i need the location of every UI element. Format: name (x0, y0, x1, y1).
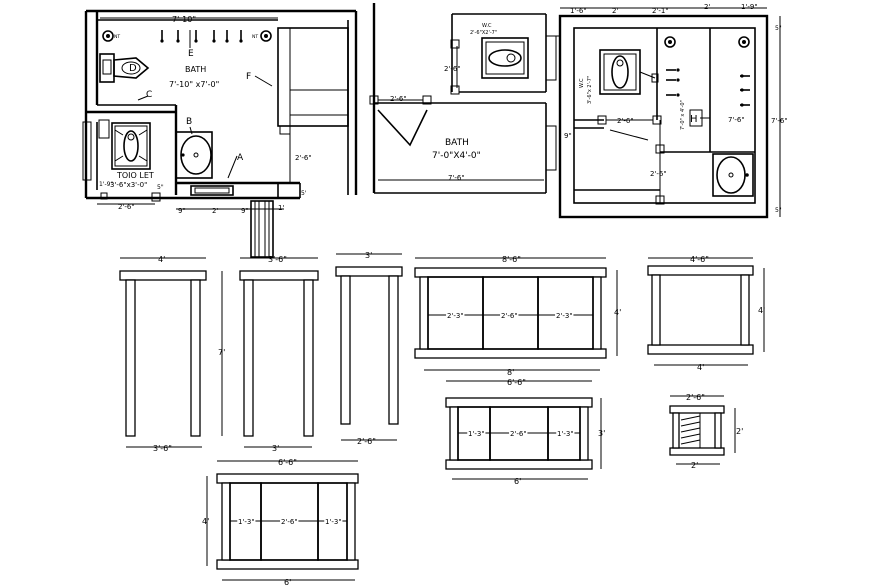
fixture-tag: NT (252, 34, 258, 40)
dim-top: 1'-6" (570, 7, 587, 15)
tag-a: A (237, 153, 244, 163)
elevation-8: 6'-6" 1'-3" 2'-6" 1'-3" 6' 4' (202, 458, 359, 587)
plan2-bath-size: 7'-0"X4'-0" (432, 151, 481, 161)
dim-top: 4'-6" (690, 255, 709, 264)
toilet-size: 3'-6"x3'-0" (110, 181, 147, 189)
dim-panel: 1'-3" (238, 518, 255, 526)
dim-small: 1'-9" (99, 181, 113, 188)
dim-panel: 1'-3" (325, 518, 342, 526)
elevation-4: 8'-6" 2'-3" 2'-6" 2'-3" 8' 4' (414, 255, 621, 377)
plan3-wc-label: W.C (579, 78, 585, 88)
plan1-dim-right: 2'-6" (295, 154, 312, 162)
dim-bottom: 2' (691, 461, 698, 470)
dim-bottom: 2'-6" (357, 437, 376, 446)
dim-small: 5' (301, 190, 307, 197)
dim-bottom: 9" (241, 207, 249, 215)
wc-fixture (599, 49, 641, 95)
dim-mid: 2'-6" (650, 170, 667, 178)
dim-height: 3' (598, 429, 605, 438)
dim-height: 4' (202, 517, 209, 526)
dim-bottom: 9" (178, 207, 186, 215)
dim-bottom: 6' (284, 578, 291, 587)
shower-fixtures: NT NT (102, 30, 272, 43)
dim-mid: 9" (564, 132, 572, 140)
dim-height: 4' (614, 308, 621, 317)
dim-top: 2'-1" (652, 7, 669, 15)
dim-small: 5" (775, 25, 782, 32)
dim-top: 2' (612, 7, 618, 15)
tag-b: B (186, 117, 192, 127)
plan3-wc-size: 3'-6"x 2'-7" (587, 76, 593, 104)
dim-top: 8'-6" (502, 255, 521, 264)
elevation-1: 4' 3'-6" (119, 255, 207, 453)
wc-fixture (481, 37, 529, 79)
dim-bottom: 4' (697, 363, 704, 372)
plan2-bath-label: BATH (445, 138, 469, 148)
bath-label: BATH (185, 65, 206, 74)
dim-top: 3' (365, 251, 372, 260)
wc-size: 2'-6"X2'-7" (470, 30, 497, 36)
bath-size: 7'-10" x7'-0" (169, 80, 219, 89)
dim-top: 4' (158, 255, 165, 264)
bathroom-plan-3: 1'-6" 2' 2'-1" 2' 1'-9" 7'-6" 5" 5" W.C … (548, 3, 788, 219)
dim-panel: 2'-6" (281, 518, 298, 526)
plan3-dim-right: 7'-6" (771, 117, 788, 125)
dim-mid: 2'-6" (617, 117, 634, 125)
dim-bottom: 3' (272, 444, 279, 453)
shower-fixtures (664, 36, 750, 107)
dim-top: 2'-6" (686, 393, 705, 402)
elevation-2: 3'-6" 3' 7' (218, 255, 319, 453)
tag-e: E (188, 49, 194, 59)
dim-height: 7' (218, 348, 225, 357)
dim-height: 4' (758, 306, 765, 315)
dim-panel: 2'-6" (501, 312, 518, 320)
dim-small: 5" (775, 207, 782, 214)
plan1-top-dim: 7'-10" (172, 15, 196, 24)
elevation-7: 2'-6" 2' 2' (669, 393, 743, 470)
dim-bottom: 1' (278, 204, 284, 212)
plan2-dim-door: 2'-6" (390, 95, 407, 103)
wash-basin (175, 131, 213, 179)
dim-top: 1'-9" (741, 3, 758, 11)
dim-top: 2' (704, 3, 710, 11)
plan1-dim-left: 2'-6" (118, 203, 135, 211)
tag-f: F (246, 72, 251, 82)
tag-c: C (146, 90, 152, 100)
wc-label: W.C (482, 23, 492, 29)
dim-panel: 2'-3" (447, 312, 464, 320)
dim-bottom: 2' (212, 207, 218, 215)
dim-top: 6'-6" (278, 458, 297, 467)
tag-h: H (690, 114, 698, 125)
wc-fixture (99, 53, 150, 83)
elevation-3: 3' 2'-6" (335, 251, 403, 446)
bath-toilet-plan-1: 7'-10" NT NT D BATH 7'-10" x7'-0" E (82, 9, 358, 258)
dim-top: 6'-6" (507, 378, 526, 387)
dim-panel: 1'-3" (468, 430, 485, 438)
dim-panel: 2'-3" (556, 312, 573, 320)
indian-wc (111, 122, 151, 170)
fixture-tag: NT (114, 34, 120, 40)
dim-bottom: 6' (514, 477, 521, 486)
dim-bottom: 3'-6" (153, 444, 172, 453)
elevation-6: 6'-6" 1'-3" 2'-6" 1'-3" 6' 3' (445, 378, 605, 486)
wc-bath-plan-2: W.C 2'-6"X2'-7" 2'-6" 2'-6" BATH 7'-0"X4… (369, 3, 557, 194)
plan2-dim-left: 2'-6" (444, 65, 461, 73)
dim-height: 2' (736, 427, 743, 436)
dim-inner: 7'-6" (728, 116, 745, 124)
dim-panel: 1'-3" (557, 430, 574, 438)
dim-small: 5" (157, 184, 164, 191)
dim-bottom: 8' (507, 368, 514, 377)
dim-top: 3'-6" (268, 255, 287, 264)
wash-basin (712, 153, 754, 197)
plan3-inner-vert: 7'-0" x 4'-0" (680, 100, 686, 130)
dim-panel: 2'-6" (510, 430, 527, 438)
hatch-pattern (680, 413, 701, 448)
tag-d: D (129, 63, 137, 74)
toilet-label: TOIO LET (116, 171, 154, 180)
elevation-5: 4'-6" 4' 4' (647, 255, 765, 372)
bathtub (277, 27, 349, 135)
plan2-dim-bottom: 7'-6" (448, 174, 465, 182)
